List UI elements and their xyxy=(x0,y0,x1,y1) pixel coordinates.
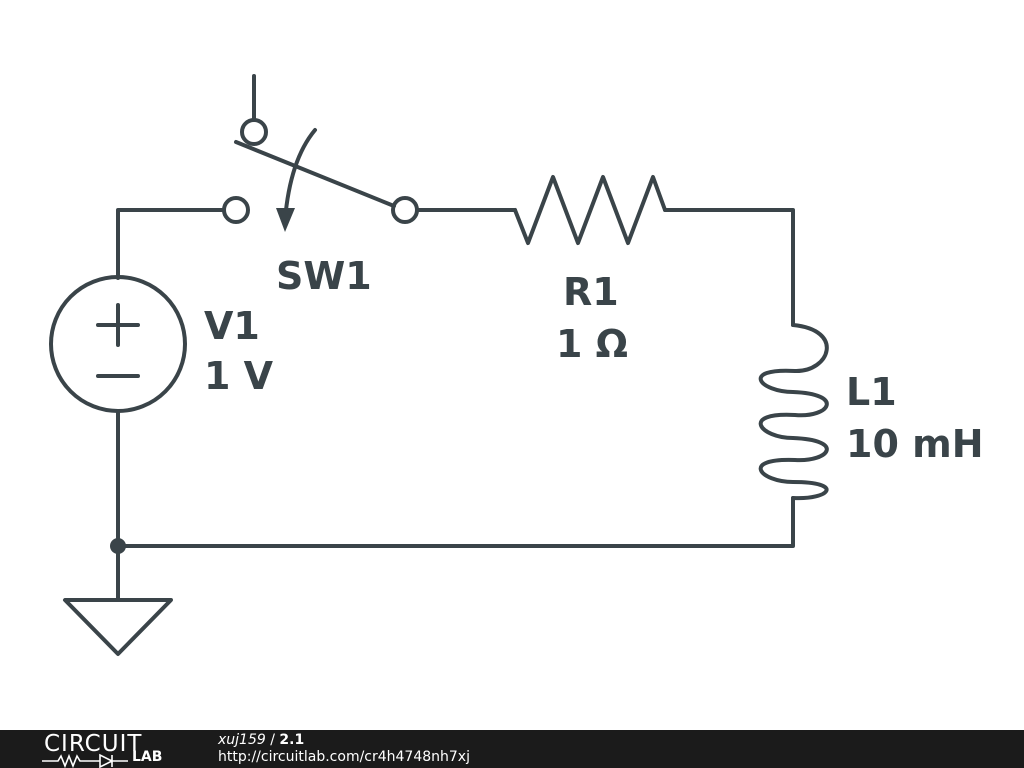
voltage-source-v1 xyxy=(49,275,187,413)
source-name-label: V1 xyxy=(204,304,260,348)
circuitlab-logo-text: CIRCUIT xyxy=(44,731,143,757)
switch-blade xyxy=(234,140,396,208)
switch-sw1 xyxy=(222,74,419,232)
resistor-name-label: R1 xyxy=(563,270,619,314)
arrow-head-icon xyxy=(276,208,295,232)
switch-pivot xyxy=(240,118,268,146)
junction-dot xyxy=(110,538,126,554)
wire-inductor-to-ground-rail xyxy=(116,496,795,548)
resistor-value-label: 1 Ω xyxy=(556,322,628,366)
switch-action-arrow xyxy=(283,128,317,222)
switch-terminal-left xyxy=(222,196,250,224)
source-value-label: 1 V xyxy=(204,354,274,398)
circuit-title: 2.1 xyxy=(279,732,305,748)
circuitlab-logo-lab: LAB xyxy=(132,749,163,765)
wire-source-to-switch xyxy=(116,208,226,280)
circuit-url-link[interactable]: http://circuitlab.com/cr4h4748nh7xj xyxy=(218,749,470,765)
resistor-r1 xyxy=(513,175,667,245)
circuit-schematic: SW1 V1 1 V R1 1 Ω L1 10 mH xyxy=(49,74,984,656)
plus-icon xyxy=(96,303,140,347)
author-link[interactable]: xuj159 xyxy=(218,732,266,748)
inductor-l1 xyxy=(758,323,829,501)
footer-bar: CIRCUIT LAB xuj159 / 2.1 http://circuitl… xyxy=(0,730,1024,768)
inductor-value-label: 10 mH xyxy=(846,422,984,466)
inductor-name-label: L1 xyxy=(846,370,897,414)
title-separator: / xyxy=(265,732,280,748)
circuitlab-logo-icon xyxy=(42,753,128,768)
switch-terminal-right xyxy=(391,196,419,224)
wire-resistor-to-inductor xyxy=(663,208,795,327)
switch-label: SW1 xyxy=(276,254,372,298)
footer-title: xuj159 / 2.1 xyxy=(218,732,304,748)
ground-icon xyxy=(63,598,173,656)
